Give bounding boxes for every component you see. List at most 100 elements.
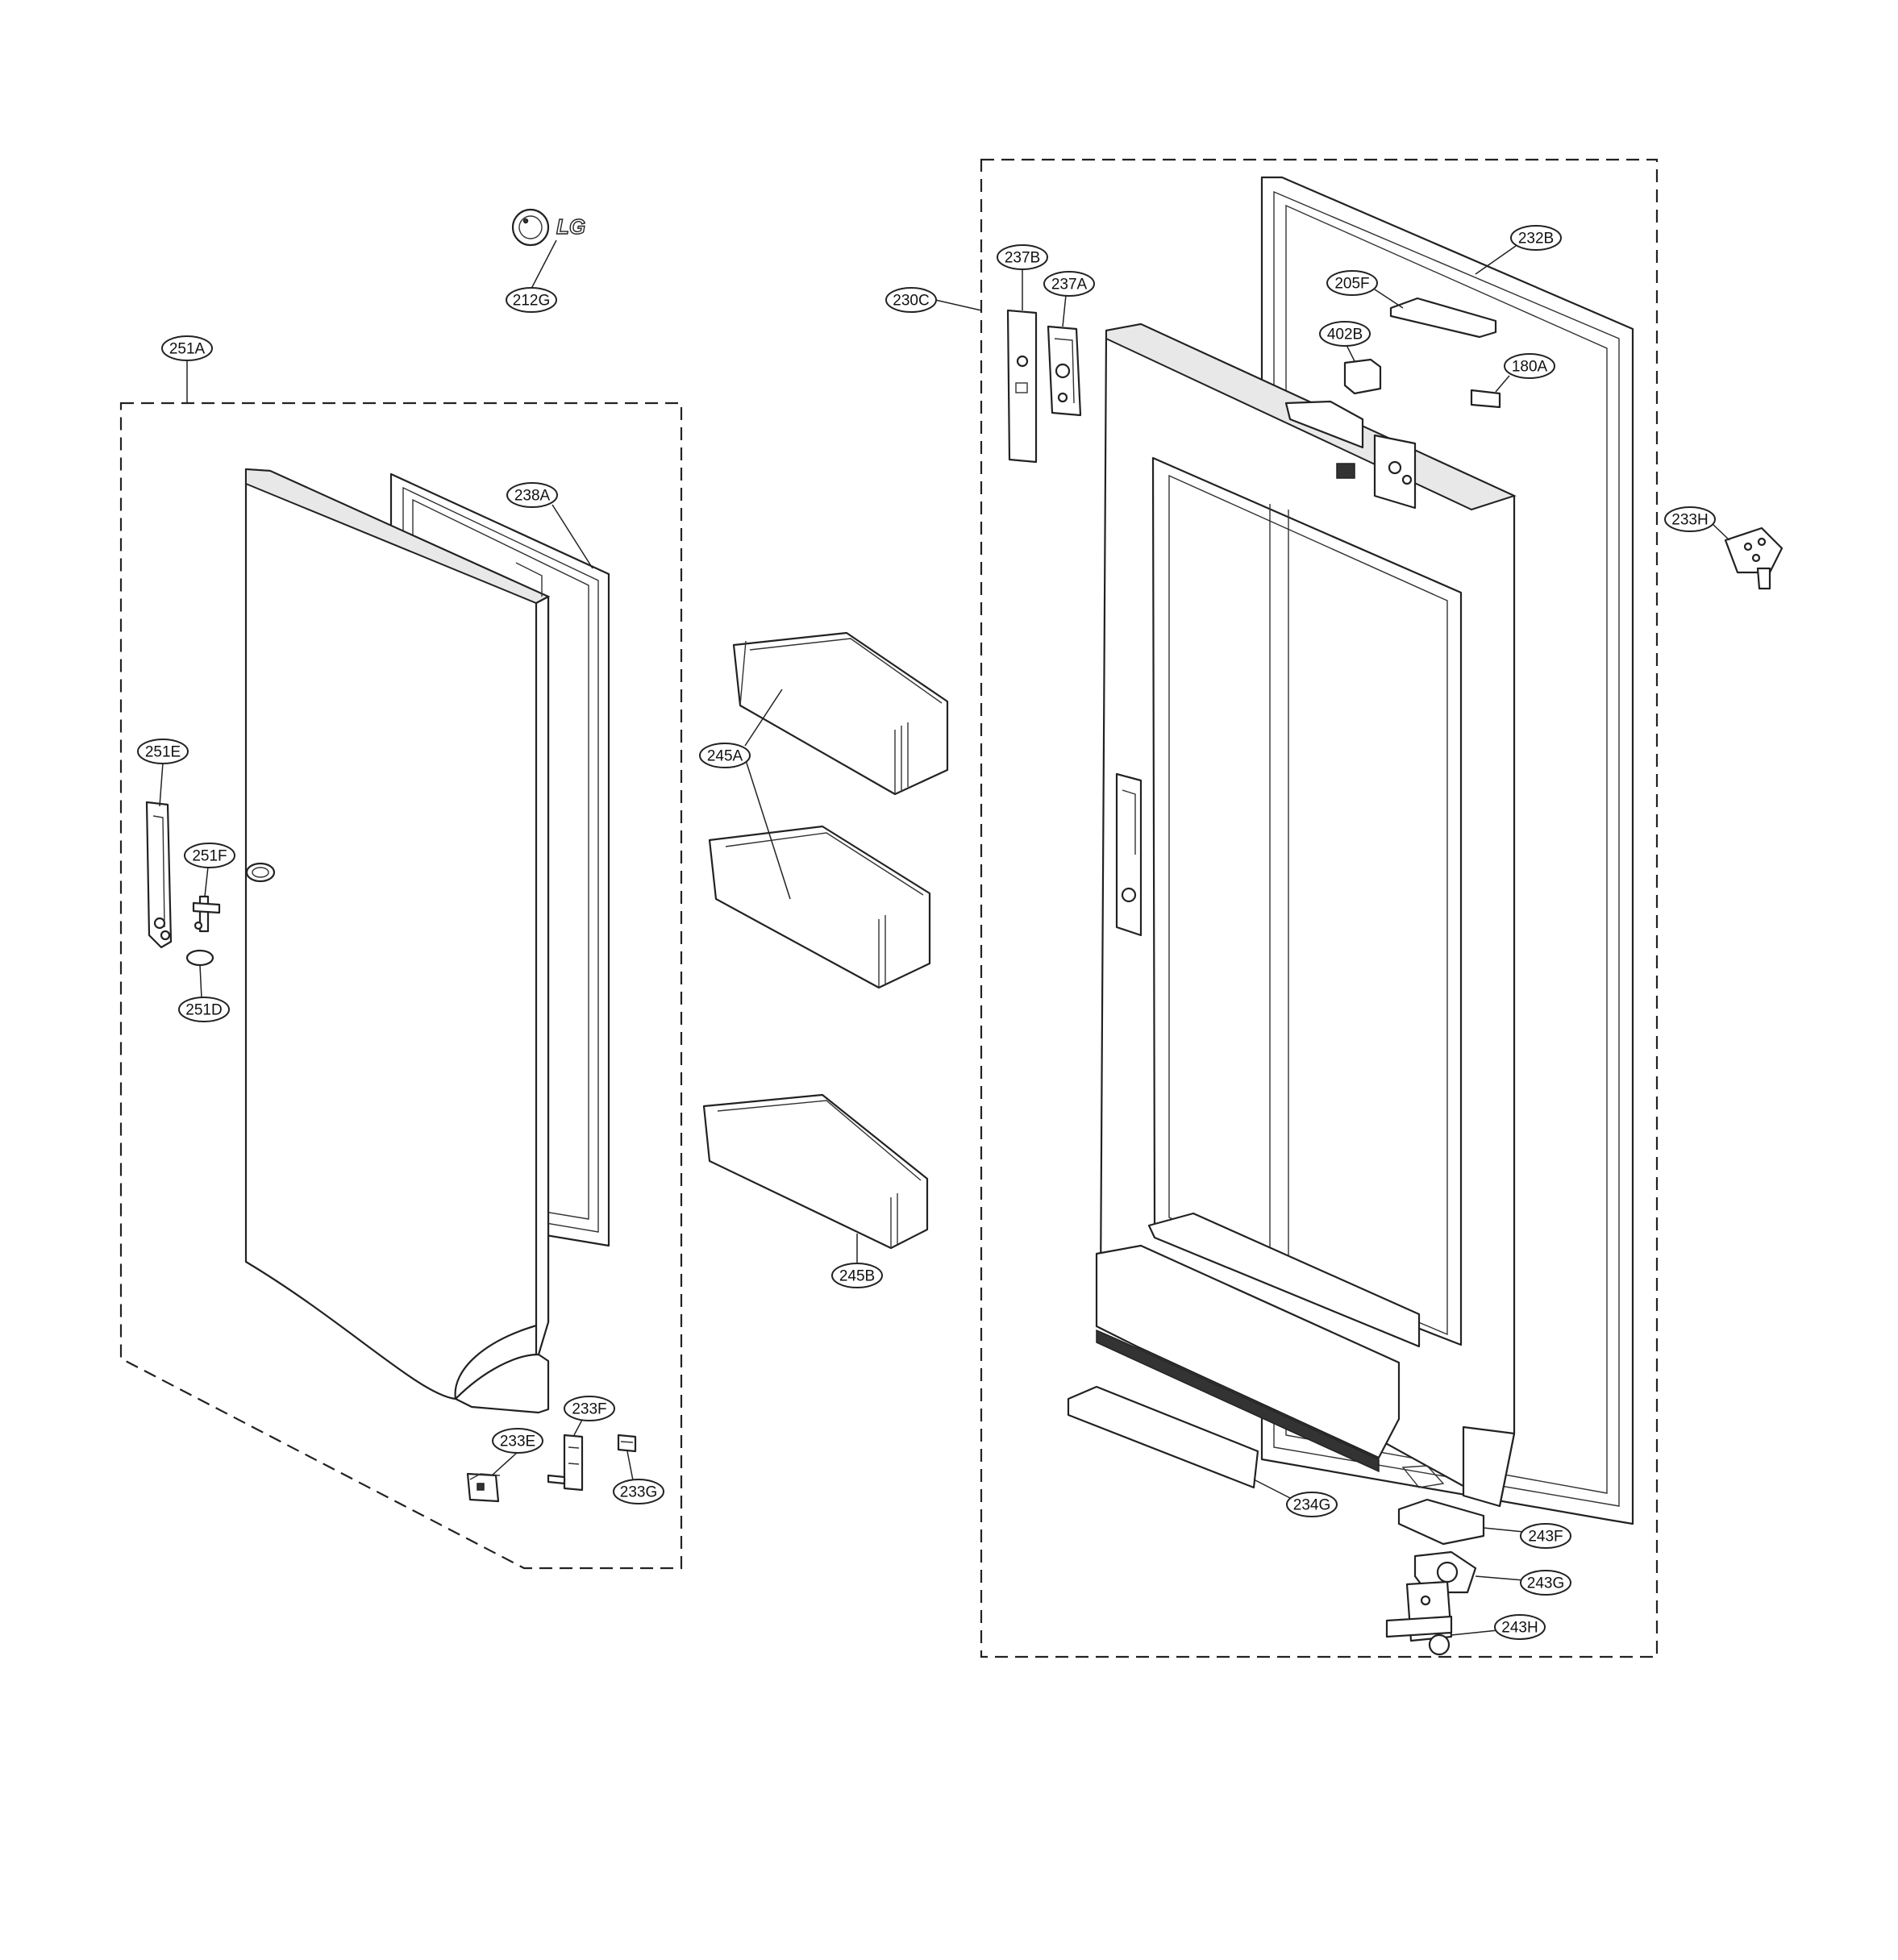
callout-233g-ellipse [613, 1479, 664, 1504]
left-door-panel [244, 468, 551, 1414]
callout-251f-text: 251F [192, 848, 227, 865]
callout-230c-leader [934, 299, 982, 311]
trim-strip-234G [1067, 1385, 1259, 1489]
callout-251a-text: 251A [169, 341, 206, 358]
callout-205f-ellipse [1326, 270, 1378, 296]
callout-233h-text: 233H [1671, 512, 1708, 529]
callout-237a: 237A [1043, 271, 1095, 297]
callout-251d-leader [199, 964, 202, 999]
callout-237a-leader [1062, 294, 1067, 327]
lg-logo-text: LG [556, 214, 585, 239]
callout-233h-leader [1712, 523, 1730, 541]
callout-233g-text: 233G [620, 1484, 657, 1501]
strip-237B [1006, 309, 1038, 464]
callout-205f-text: 205F [1334, 276, 1369, 293]
callout-251d: 251D [178, 997, 230, 1022]
leader-lines [159, 239, 1730, 1636]
callout-251e: 251E [137, 739, 189, 764]
part-233E [466, 1472, 501, 1503]
callout-402b-ellipse [1319, 321, 1371, 347]
callout-230c-ellipse [885, 287, 937, 313]
callout-251e-ellipse [137, 739, 189, 764]
lg-logo-emblem: LG [511, 208, 586, 247]
hinge-233H [1724, 526, 1784, 590]
callout-237a-ellipse [1043, 271, 1095, 297]
callout-243f-text: 243F [1528, 1529, 1563, 1546]
callout-251f-leader [204, 866, 209, 897]
callout-233g: 233G [613, 1479, 664, 1504]
callout-233h-ellipse [1664, 506, 1716, 532]
callout-labels: 212G 251A 238A 251E 251F 251D 245A 245B 233E 233F… [137, 225, 1716, 1640]
callout-233f: 233F [564, 1396, 615, 1421]
bracket-243H [1385, 1580, 1453, 1656]
callout-233g-leader [626, 1450, 634, 1481]
callout-205f-leader [1374, 289, 1404, 309]
callout-243f: 243F [1520, 1523, 1571, 1549]
callout-238a-leader [552, 504, 593, 569]
callout-245a-ellipse [699, 743, 751, 768]
door-bin-upper [732, 631, 949, 796]
callout-243g-leader [1475, 1575, 1525, 1581]
callout-243h-ellipse [1494, 1614, 1546, 1640]
cover-205F [1389, 297, 1497, 339]
hinge-bracket-251E [145, 801, 173, 949]
callout-234g-text: 234G [1293, 1497, 1330, 1514]
callout-245b-ellipse [831, 1263, 883, 1288]
callout-230c: 230C [885, 287, 937, 313]
callout-180a: 180A [1504, 353, 1555, 379]
callout-232b-ellipse [1510, 225, 1562, 251]
callout-243g: 243G [1520, 1570, 1571, 1596]
callout-243g-text: 243G [1527, 1575, 1564, 1592]
callout-237b: 237B [997, 244, 1048, 270]
callout-251d-ellipse [178, 997, 230, 1022]
callout-245a-leader [744, 689, 783, 747]
callout-237a-text: 237A [1051, 277, 1088, 293]
callout-212g-ellipse [506, 287, 557, 313]
door-bin-lower [702, 1093, 929, 1250]
callout-243g-ellipse [1520, 1570, 1571, 1596]
callout-237b-text: 237B [1005, 250, 1040, 267]
callout-402b-text: 402B [1327, 327, 1363, 343]
callout-234g-ellipse [1286, 1492, 1338, 1517]
callout-251f-ellipse [184, 843, 235, 868]
callout-234g: 234G [1286, 1492, 1338, 1517]
callout-251a-ellipse [161, 335, 213, 361]
callout-212g-text: 212G [513, 293, 550, 310]
callout-251f: 251F [184, 843, 235, 868]
callout-243h: 243H [1494, 1614, 1546, 1640]
callout-205f: 205F [1326, 270, 1378, 296]
callout-233e-leader [491, 1451, 518, 1476]
callout-230c-text: 230C [893, 293, 929, 310]
part-233G [617, 1434, 637, 1453]
right-door-assembly-boundary [980, 158, 1659, 1658]
callout-245b-text: 245B [839, 1268, 875, 1285]
callout-245a-leader-2 [744, 757, 791, 900]
latch-237A [1047, 325, 1082, 417]
right-door-liner [1095, 323, 1517, 1508]
clip-180A [1470, 389, 1501, 409]
callout-238a-text: 238A [514, 488, 551, 505]
callout-238a: 238A [506, 482, 558, 508]
callout-233f-leader [573, 1419, 583, 1436]
callout-251e-leader [159, 762, 164, 807]
callout-243h-text: 243H [1501, 1620, 1538, 1637]
callout-180a-leader [1495, 375, 1510, 393]
callout-243h-leader [1451, 1629, 1499, 1636]
callout-243f-ellipse [1520, 1523, 1571, 1549]
callout-237b-ellipse [997, 244, 1048, 270]
callout-180a-ellipse [1504, 353, 1555, 379]
cap-251D [185, 949, 214, 967]
callout-232b-leader [1475, 245, 1517, 275]
callout-245b: 245B [831, 1263, 883, 1288]
callout-233e-text: 233E [500, 1434, 535, 1450]
left-door-assembly-boundary [119, 402, 683, 1570]
callout-233f-text: 233F [572, 1401, 606, 1418]
callout-232b-text: 232B [1518, 231, 1554, 248]
callout-245a-text: 245A [707, 748, 743, 765]
callout-402b-leader [1346, 344, 1355, 362]
callout-212g-leader [531, 239, 557, 289]
door-bin-middle [708, 825, 931, 989]
callout-402b: 402B [1319, 321, 1371, 347]
block-402B [1343, 358, 1382, 395]
